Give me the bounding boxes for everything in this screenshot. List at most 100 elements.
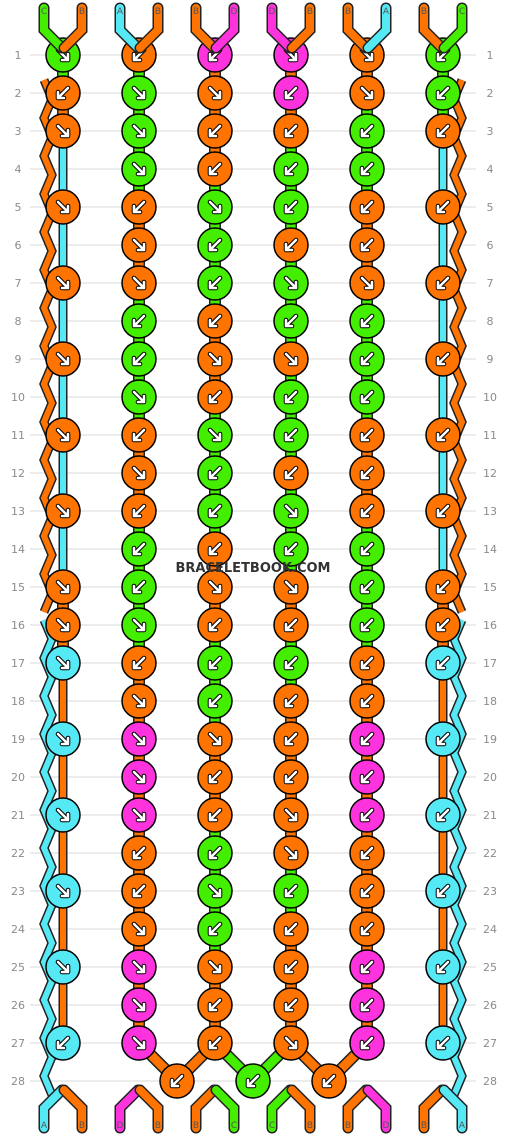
arrow-down-left-icon (208, 390, 222, 404)
arrow-down-left-icon (360, 200, 374, 214)
arrow-down-left-icon (208, 542, 222, 556)
row-number-left: 19 (11, 733, 25, 746)
knot (121, 645, 157, 681)
edge-strand (40, 78, 56, 614)
knot (197, 113, 233, 149)
knot (273, 189, 309, 225)
row-number-right: 8 (487, 315, 494, 328)
knot (349, 987, 385, 1023)
arrow-down-right-icon (284, 846, 298, 860)
knot (425, 189, 461, 225)
arrow-down-left-icon (284, 656, 298, 670)
knot (121, 987, 157, 1023)
knot (197, 645, 233, 681)
knot (197, 189, 233, 225)
knot (349, 797, 385, 833)
arrow-down-left-icon (436, 656, 450, 670)
row-number-right: 17 (483, 657, 497, 670)
knot (273, 113, 309, 149)
strand-label-top: A (117, 7, 124, 17)
arrow-down-left-icon (208, 694, 222, 708)
strand-end (364, 1086, 390, 1132)
row-number-right: 2 (487, 87, 494, 100)
arrow-down-right-icon (132, 618, 146, 632)
knot (197, 75, 233, 111)
arrow-down-left-icon (132, 542, 146, 556)
row-number-left: 6 (15, 239, 22, 252)
knot (349, 949, 385, 985)
knot (45, 797, 81, 833)
strand-label-bottom: B (79, 1121, 85, 1131)
arrow-down-right-icon (284, 580, 298, 594)
knot (197, 835, 233, 871)
knot (273, 303, 309, 339)
row-number-right: 18 (483, 695, 497, 708)
strand-label-top: C (41, 7, 47, 17)
arrow-down-left-icon (132, 428, 146, 442)
knot (349, 835, 385, 871)
knot (349, 493, 385, 529)
strand-end (288, 1086, 314, 1132)
row-number-right: 11 (483, 429, 497, 442)
knot (349, 189, 385, 225)
knot (349, 455, 385, 491)
row-number-right: 19 (483, 733, 497, 746)
knot (273, 151, 309, 187)
arrow-down-left-icon (208, 846, 222, 860)
row-number-left: 28 (11, 1075, 25, 1088)
arrow-down-left-icon (360, 466, 374, 480)
knot (349, 113, 385, 149)
strand-label-bottom: C (231, 1121, 237, 1131)
arrow-down-left-icon (284, 542, 298, 556)
strand-label-top: B (193, 7, 199, 17)
knot (273, 607, 309, 643)
row-number-left: 26 (11, 999, 25, 1012)
knot (273, 683, 309, 719)
knot (273, 531, 309, 567)
arrow-down-right-icon (132, 732, 146, 746)
arrow-down-left-icon (360, 998, 374, 1012)
knot (349, 873, 385, 909)
knot (121, 607, 157, 643)
arrow-down-left-icon (360, 808, 374, 822)
knot (121, 569, 157, 605)
knot (197, 227, 233, 263)
knot (197, 531, 233, 567)
knot (273, 75, 309, 111)
arrow-down-left-icon (436, 86, 450, 100)
arrow-down-right-icon (132, 960, 146, 974)
knot (197, 265, 233, 301)
arrow-down-left-icon (208, 504, 222, 518)
arrow-down-left-icon (284, 466, 298, 480)
knot (425, 607, 461, 643)
arrow-down-left-icon (208, 922, 222, 936)
arrow-down-right-icon (56, 200, 70, 214)
arrow-down-right-icon (284, 352, 298, 366)
knot (425, 569, 461, 605)
arrow-down-right-icon (56, 428, 70, 442)
arrow-down-right-icon (284, 504, 298, 518)
arrow-down-right-icon (132, 770, 146, 784)
arrow-down-left-icon (360, 770, 374, 784)
arrow-down-right-icon (56, 618, 70, 632)
knot (273, 987, 309, 1023)
arrow-down-left-icon (436, 428, 450, 442)
knot (121, 721, 157, 757)
knot (349, 75, 385, 111)
knot (121, 493, 157, 529)
row-number-right: 6 (487, 239, 494, 252)
knot (197, 341, 233, 377)
arrow-down-left-icon (436, 808, 450, 822)
knot (121, 759, 157, 795)
knot (121, 265, 157, 301)
arrow-down-left-icon (208, 314, 222, 328)
strand-end (268, 1086, 294, 1132)
arrow-down-right-icon (56, 580, 70, 594)
arrow-down-left-icon (360, 846, 374, 860)
knot (197, 569, 233, 605)
arrow-down-left-icon (208, 466, 222, 480)
arrow-down-left-icon (284, 770, 298, 784)
strand-end (40, 1086, 66, 1132)
row-number-left: 22 (11, 847, 25, 860)
strand-label-bottom: C (269, 1121, 275, 1131)
